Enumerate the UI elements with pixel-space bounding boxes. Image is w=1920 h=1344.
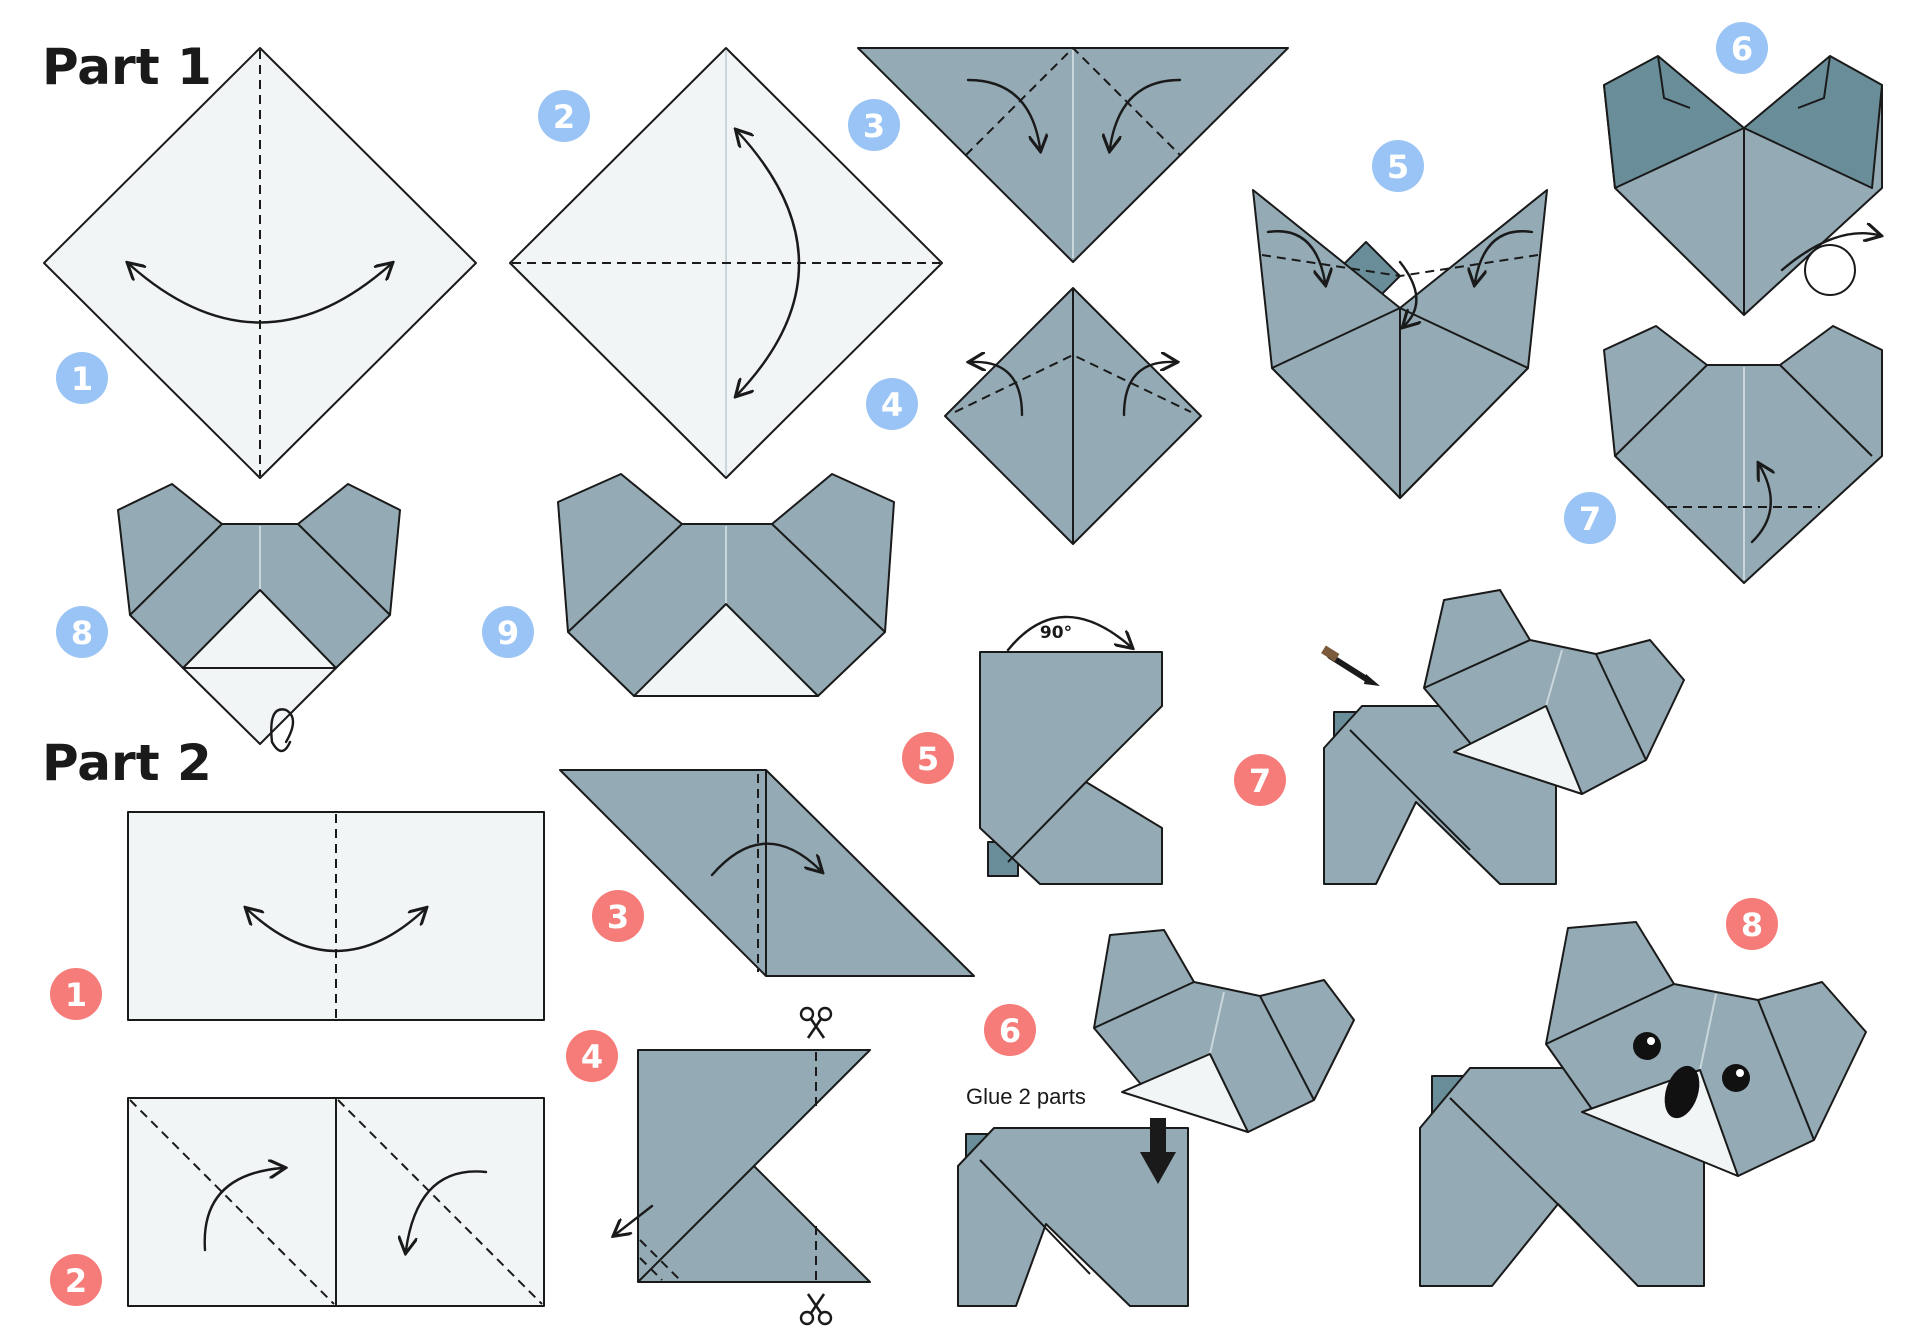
part1-step1	[43, 47, 477, 479]
svg-text:3: 3	[607, 898, 629, 936]
step-badge: 3	[848, 99, 900, 151]
step-badge: 8	[1726, 898, 1778, 950]
step-badge: 4	[566, 1030, 618, 1082]
svg-text:1: 1	[71, 360, 93, 398]
step-badge: 8	[56, 606, 108, 658]
svg-text:5: 5	[1387, 148, 1409, 186]
svg-text:2: 2	[65, 1262, 87, 1300]
part1-step2	[509, 47, 943, 479]
scissors-icon	[799, 1006, 833, 1039]
rotate-angle-label: 90°	[1040, 623, 1072, 643]
svg-text:8: 8	[71, 614, 93, 652]
down-arrow-icon	[1140, 1118, 1176, 1184]
step-badge: 4	[866, 378, 918, 430]
step-badge: 3	[592, 890, 644, 942]
step-badge: 6	[1716, 22, 1768, 74]
step-badge: 5	[1372, 140, 1424, 192]
step-badge: 7	[1234, 754, 1286, 806]
step-badge: 1	[56, 352, 108, 404]
part1-step9	[557, 473, 895, 697]
koala-eye	[1722, 1064, 1750, 1092]
svg-text:7: 7	[1249, 762, 1271, 800]
step-badge: 2	[50, 1254, 102, 1306]
part1-step7	[1603, 325, 1883, 584]
step-badge: 2	[538, 90, 590, 142]
svg-text:8: 8	[1741, 906, 1763, 944]
part2-step1	[127, 811, 545, 1021]
step-badge: 9	[482, 606, 534, 658]
svg-text:7: 7	[1579, 500, 1601, 538]
koala-head	[1545, 921, 1867, 1177]
step-badge: 5	[902, 732, 954, 784]
step-badge: 1	[50, 968, 102, 1020]
part2-title: Part 2	[42, 734, 212, 792]
part2-step4	[616, 1006, 871, 1326]
koala-nose	[1664, 1065, 1700, 1119]
koala-head	[1423, 589, 1685, 795]
step-badge: 6	[984, 1004, 1036, 1056]
glue-note: Glue 2 parts	[966, 1084, 1086, 1109]
svg-text:6: 6	[1731, 30, 1753, 68]
svg-text:5: 5	[917, 740, 939, 778]
scissors-icon	[799, 1293, 833, 1326]
svg-text:9: 9	[497, 614, 519, 652]
koala-eye	[1633, 1032, 1661, 1060]
svg-text:2: 2	[553, 98, 575, 136]
part1-step4	[944, 287, 1202, 545]
part2-step5: 90°	[979, 615, 1163, 885]
pencil-icon	[1321, 645, 1380, 686]
koala-head	[1093, 929, 1355, 1133]
part2-step8	[1419, 921, 1867, 1287]
part1-step3	[857, 46, 1289, 263]
part1-title: Part 1	[42, 38, 212, 96]
part2-badges: 1 2 3 4 5 6 7 8	[50, 732, 1778, 1306]
svg-text:6: 6	[999, 1012, 1021, 1050]
part2-step6: Glue 2 parts	[957, 929, 1355, 1307]
part2-step7	[1321, 589, 1685, 885]
svg-text:1: 1	[65, 976, 87, 1014]
part1-badges: 1 2 3 4 5 6 7 8 9	[56, 22, 1768, 658]
step-badge: 7	[1564, 492, 1616, 544]
part2-step2	[127, 1097, 545, 1307]
part1-step6	[1603, 55, 1882, 316]
svg-text:4: 4	[881, 386, 903, 424]
part1-step5	[1252, 189, 1548, 499]
part1-step8	[117, 483, 401, 753]
svg-text:3: 3	[863, 107, 885, 145]
svg-text:4: 4	[581, 1038, 603, 1076]
part2-step3	[559, 769, 975, 977]
